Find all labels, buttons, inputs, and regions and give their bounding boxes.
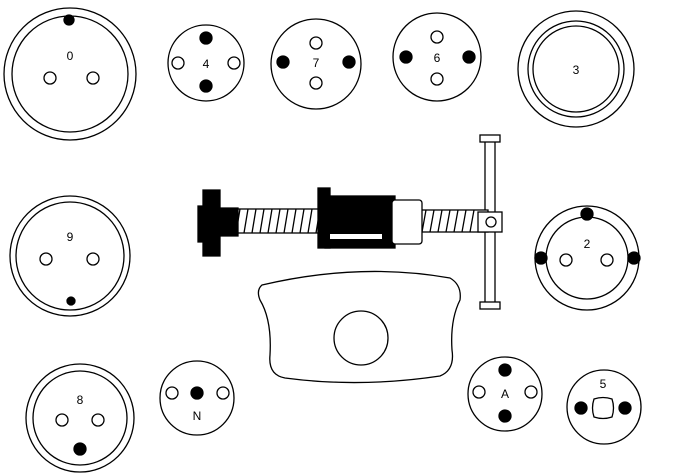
adapter-0-label: 0 (67, 49, 74, 63)
adapter-7-label: 7 (313, 56, 320, 70)
adapter-2-label: 2 (584, 237, 591, 251)
adapter-a-label: A (501, 387, 509, 401)
adapter-3-label: 3 (573, 63, 580, 77)
adapter-8: 8 (25, 363, 135, 473)
adapter-8-label: 8 (77, 393, 84, 407)
back-plate (257, 270, 461, 384)
adapter-4-label: 4 (203, 57, 210, 71)
adapter-2: 2 (534, 205, 641, 311)
adapter-0: 0 (3, 7, 137, 141)
adapter-n-label: N (193, 409, 202, 423)
adapter-5-label: 5 (600, 377, 607, 391)
adapter-6: 6 (392, 12, 482, 102)
adapter-3: 3 (517, 10, 635, 128)
adapter-6-label: 6 (434, 51, 441, 65)
adapter-a: A (467, 356, 543, 432)
adapter-n: N (159, 360, 235, 436)
adapter-9-label: 9 (67, 230, 74, 244)
adapter-4: 4 (167, 24, 245, 102)
adapter-5: 5 (566, 369, 642, 445)
wind-back-tool (197, 134, 503, 310)
adapter-7: 7 (270, 18, 362, 110)
adapter-9: 9 (9, 195, 131, 317)
